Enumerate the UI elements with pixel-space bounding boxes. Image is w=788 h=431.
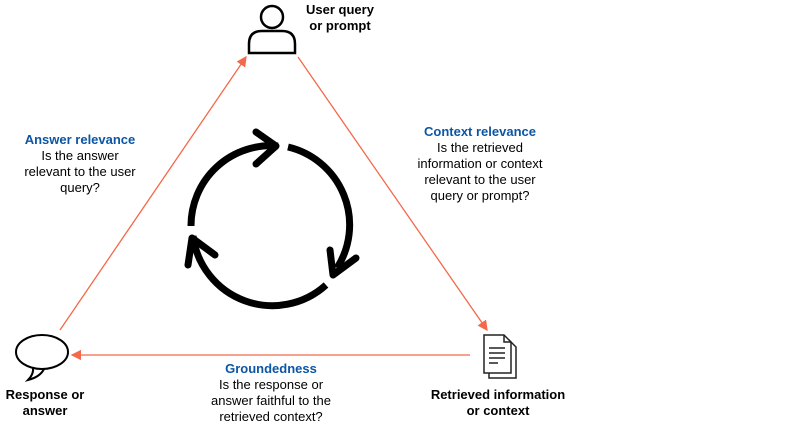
groundedness-line: answer faithful to the (211, 393, 331, 408)
node-response-label: Response or answer (0, 387, 95, 419)
context-relevance-line: information or context (417, 156, 543, 171)
context-relevance-line: Is the retrieved (437, 140, 523, 155)
edge-context-relevance-label: Context relevance Is the retrieved infor… (400, 124, 560, 204)
node-context-line2: or context (466, 403, 530, 418)
document-icon (483, 334, 517, 379)
groundedness-title: Groundedness (225, 361, 317, 376)
node-response-line1: Response or (5, 387, 85, 402)
node-user-line2: or prompt (309, 18, 371, 33)
edge-answer-relevance (59, 55, 247, 331)
speech-bubble-icon (15, 334, 69, 382)
context-relevance-title: Context relevance (424, 124, 536, 139)
groundedness-line: retrieved context? (219, 409, 323, 424)
context-relevance-line: relevant to the user (424, 172, 536, 187)
groundedness-line: Is the response or (218, 377, 324, 392)
answer-relevance-line: query? (60, 180, 100, 195)
edge-context-relevance (297, 56, 488, 332)
answer-relevance-line: relevant to the user (24, 164, 136, 179)
node-response-line2: answer (22, 403, 68, 418)
answer-relevance-title: Answer relevance (24, 132, 136, 147)
edge-groundedness-label: Groundedness Is the response or answer f… (196, 361, 346, 425)
context-relevance-line: query or prompt? (430, 188, 530, 203)
node-context-line1: Retrieved information (430, 387, 566, 402)
edge-answer-relevance-label: Answer relevance Is the answer relevant … (5, 132, 155, 196)
answer-relevance-line: Is the answer (41, 148, 119, 163)
cycle-arrows-icon (184, 128, 360, 310)
node-context-label: Retrieved information or context (418, 387, 578, 419)
node-user-label: User query or prompt (300, 2, 380, 34)
user-icon (247, 4, 297, 55)
node-user-line1: User query (306, 2, 374, 17)
